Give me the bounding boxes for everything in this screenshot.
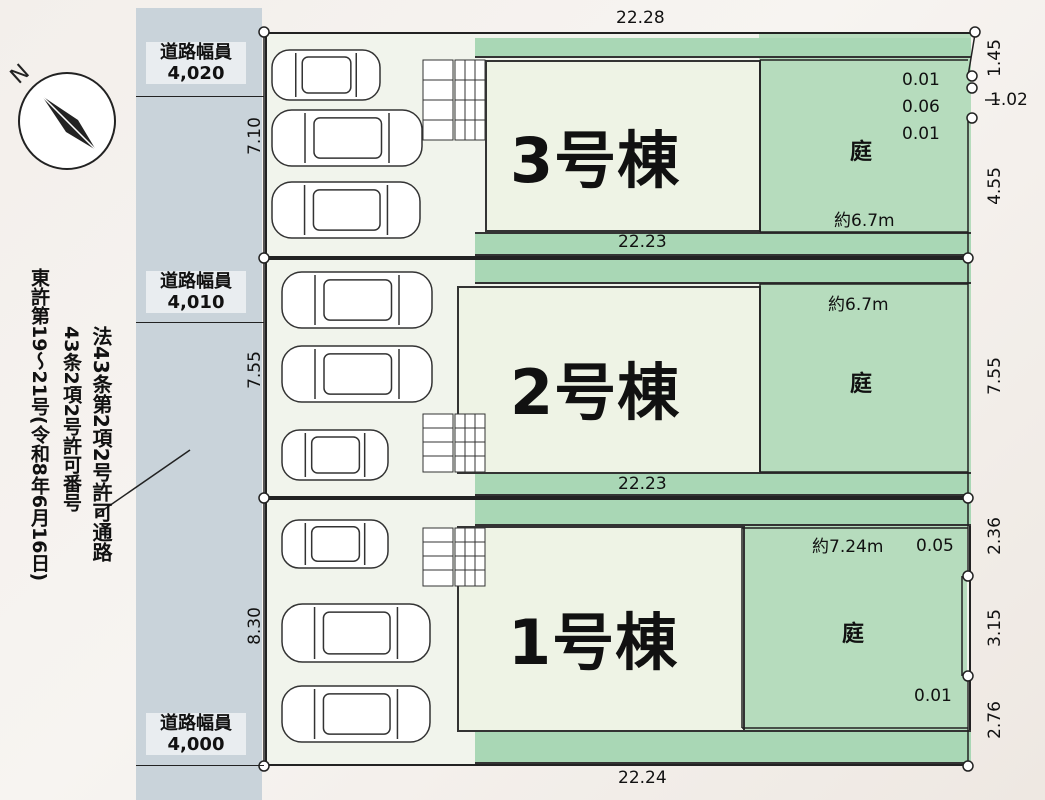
vertex-marker	[962, 252, 974, 264]
parked-car-icon	[281, 685, 431, 743]
road-width-label-bottom: 道路幅員 4,000	[146, 713, 246, 755]
road-width-label-top: 道路幅員 4,020	[146, 42, 246, 84]
parked-car-icon	[281, 345, 433, 403]
parked-car-icon	[271, 49, 381, 101]
lot-3-offset-1: 0.01	[902, 70, 940, 90]
parked-car-icon	[281, 603, 431, 663]
compass-arrow-icon	[41, 95, 97, 151]
lot-3-house-name: 3号棟	[510, 124, 681, 197]
compass-rose	[18, 72, 116, 170]
regulation-text-col1: 法43条第2項2号許可通路	[89, 326, 113, 562]
regulation-leader-line	[95, 449, 191, 516]
lot-2-garden-area	[759, 284, 971, 474]
lot-3-right-dim-2: 1.02	[990, 90, 1028, 110]
road-width-caption: 道路幅員	[160, 271, 232, 292]
lot-3-garden-label: 庭	[850, 140, 873, 165]
parked-car-icon	[281, 429, 389, 481]
vertex-marker	[966, 112, 978, 124]
lot-2-garden-label: 庭	[850, 372, 873, 397]
lot-3-side-strip	[475, 38, 971, 58]
lot-1-top-strip	[475, 500, 971, 526]
vertex-marker	[962, 760, 974, 772]
road-width-line-mid	[136, 322, 264, 323]
lot-1-garden-area	[743, 526, 967, 732]
lot-3-entrance-steps-icon	[422, 59, 486, 141]
lot-3-right-dim-1: 1.45	[984, 39, 1005, 77]
access-road	[136, 8, 262, 800]
vertex-marker	[258, 760, 270, 772]
regulation-text-col2: 43条2項2号許可番号	[60, 326, 82, 512]
vertex-marker	[966, 70, 978, 82]
road-width-label-mid: 道路幅員 4,010	[146, 271, 246, 313]
lot-1-front-depth: 8.30	[244, 607, 265, 645]
vertex-marker	[258, 492, 270, 504]
road-width-caption: 道路幅員	[160, 42, 232, 63]
lot-2-house-name: 2号棟	[510, 356, 681, 429]
lot-3-bottom-width: 22.23	[618, 232, 667, 252]
parked-car-icon	[271, 109, 423, 167]
lot-3-offset-3: 0.01	[902, 124, 940, 144]
lot-1-bottom-width: 22.24	[618, 768, 667, 788]
lot-2-house	[457, 286, 761, 474]
lot-3-garden-length: 約6.7m	[834, 211, 895, 231]
road-width-value: 4,020	[167, 63, 225, 84]
lot-1-right-dim-3: 2.76	[984, 701, 1005, 739]
lot-3-front-depth: 7.10	[244, 117, 265, 155]
road-width-value: 4,000	[167, 734, 225, 755]
vertex-marker	[966, 82, 978, 94]
lot-2-bottom-width: 22.23	[618, 474, 667, 494]
road-width-line-bottom	[136, 765, 264, 766]
lot-3-top-width: 22.28	[616, 8, 665, 28]
lot-1-bottom-strip	[475, 730, 971, 764]
lot-3-offset-2: 0.06	[902, 97, 940, 117]
lot-2-entrance-steps-icon	[422, 413, 486, 473]
parked-car-icon	[281, 271, 433, 329]
vertex-marker	[962, 570, 974, 582]
lot-1-garden-label: 庭	[842, 622, 865, 647]
lot-1-house-name: 1号棟	[508, 606, 679, 679]
lot-1-right-dim-2: 3.15	[984, 609, 1005, 647]
lot-1-entrance-steps-icon	[422, 527, 486, 587]
road-width-line-top	[136, 96, 264, 97]
vertex-marker	[258, 252, 270, 264]
lot-1-offset-2: 0.01	[914, 686, 952, 706]
lot-1-house	[457, 526, 745, 732]
lot-3-right-dim-3: 4.55	[984, 167, 1005, 205]
parked-car-icon	[271, 181, 421, 239]
lot-2-top-strip	[475, 260, 971, 284]
road-width-value: 4,010	[167, 292, 225, 313]
vertex-marker	[962, 492, 974, 504]
road-width-caption: 道路幅員	[160, 713, 232, 734]
lot-2-garden-length: 約6.7m	[828, 295, 889, 315]
lot-1-garden-length: 約7.24m	[812, 537, 884, 557]
lot-2-right-dim: 7.55	[984, 357, 1005, 395]
vertex-marker	[969, 26, 981, 38]
regulation-text-col3: 東許第19〜21号(令和8年6月16日)	[28, 268, 50, 582]
parked-car-icon	[281, 519, 389, 569]
vertex-marker	[962, 670, 974, 682]
lot-1-right-dim-1: 2.36	[984, 517, 1005, 555]
vertex-marker	[258, 26, 270, 38]
lot-3-garden-area	[759, 34, 971, 234]
lot-2-front-depth: 7.55	[244, 351, 265, 389]
lot-3-bottom-strip	[475, 232, 971, 256]
lot-1-offset-1: 0.05	[916, 536, 954, 556]
